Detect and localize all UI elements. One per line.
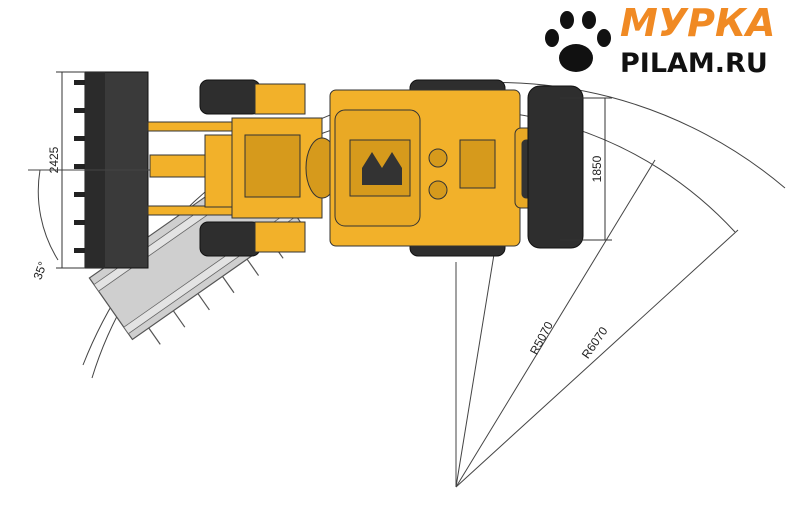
articulation-angle-label: 35°: [31, 260, 50, 282]
outer-radius-label: R6070: [579, 324, 611, 361]
rear-body: [329, 89, 561, 247]
paw-icon: [545, 11, 611, 72]
logo: МУРКА PILAM.RU: [545, 1, 775, 79]
inner-radius-label: R5070: [527, 319, 556, 357]
logo-title: МУРКА: [620, 1, 775, 45]
front-fenders: [254, 83, 306, 253]
front-tires: [199, 79, 261, 257]
angle-lines: [28, 169, 170, 261]
counterweight: [527, 85, 584, 249]
tire-width-label: 1850: [590, 155, 604, 182]
logo-site: PILAM.RU: [620, 48, 768, 79]
tire-width-dimension: [560, 97, 612, 241]
bucket-width-label: 2425: [47, 146, 61, 173]
